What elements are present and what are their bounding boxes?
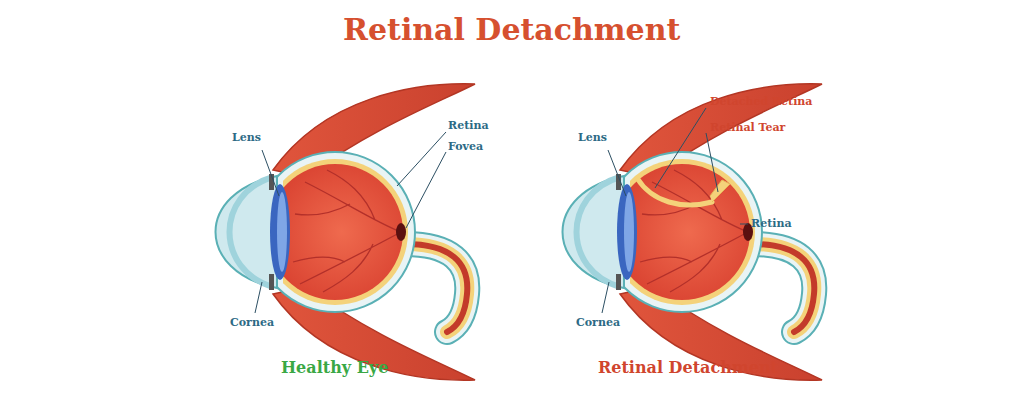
part-label: Cornea	[230, 316, 274, 329]
leader-lines	[255, 108, 748, 313]
part-label: Lens	[578, 131, 607, 144]
part-label: Lens	[232, 131, 261, 144]
healthy-eye	[216, 84, 476, 380]
part-label: Retina	[448, 119, 489, 132]
panel-caption: Retinal Detachment	[598, 358, 778, 377]
part-label: Fovea	[448, 140, 483, 153]
part-label: Retina	[751, 217, 792, 230]
detached-eye	[563, 84, 823, 380]
part-label: Retinal Tear	[710, 121, 785, 134]
panel-caption: Healthy Eye	[281, 358, 388, 377]
part-label: Detached Retina	[710, 95, 813, 108]
diagram-title: Retinal Detachment	[343, 12, 680, 47]
part-label: Cornea	[576, 316, 620, 329]
